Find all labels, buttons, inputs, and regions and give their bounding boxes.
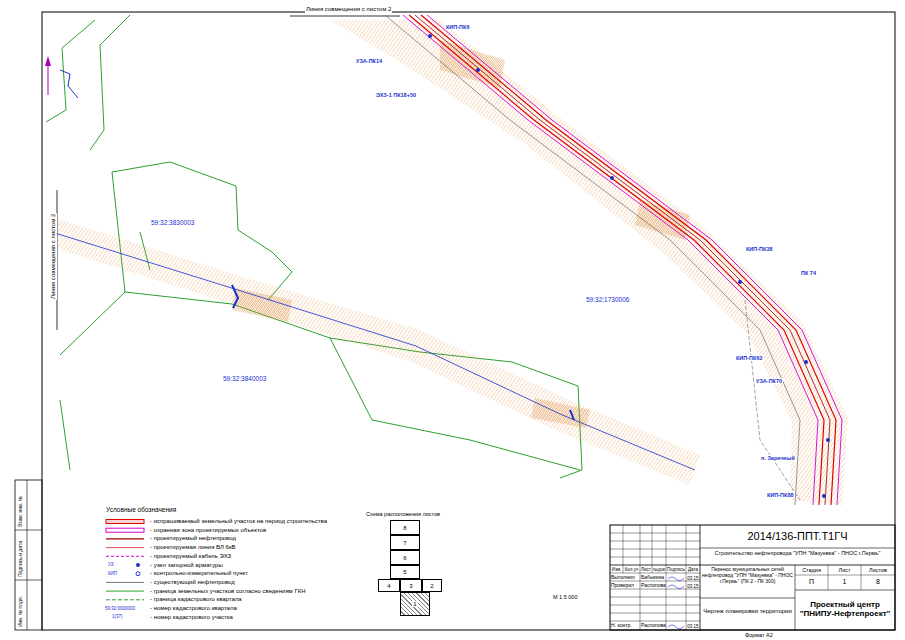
legend-text: - проектируемый нефтепровод xyxy=(150,535,236,542)
sheet-box: 1 xyxy=(400,592,430,616)
map-label: 03.15 xyxy=(686,584,700,589)
legend-text: - испрашиваемый земельный участок на пер… xyxy=(150,518,327,525)
map-label: 59:32:3840003 xyxy=(222,375,267,382)
legend-text: - проектируемый кабель ЭХЗ xyxy=(150,553,231,560)
map-label: ПК 74 xyxy=(800,270,817,276)
map-label: Линия совмещения с листом 2 xyxy=(50,213,57,300)
sheet-box: 8 xyxy=(390,520,420,535)
legend-text: - проектируемая линия ВЛ 6кВ xyxy=(150,544,236,551)
map-label: КИП-ПК6 xyxy=(445,24,470,30)
map-label: Строительство нефтепровода "УПН "Мазуевк… xyxy=(702,550,893,556)
map-label: п. Заречный xyxy=(760,455,796,461)
map-label: Листов xyxy=(861,567,895,573)
map-label: Распопова xyxy=(641,583,666,589)
sheet-box: 2 xyxy=(422,579,442,592)
map-label: Подпись и дата xyxy=(18,541,24,577)
map-label: Схема расположения листов xyxy=(366,511,440,517)
map-label: Инв. № подл. xyxy=(18,596,24,627)
map-label: Бабыкина xyxy=(641,575,666,581)
map-label: 8 xyxy=(861,578,895,586)
map-label: Н. контр. xyxy=(611,623,640,629)
map-label: 59:32:0000000 xyxy=(105,606,135,611)
map-label: П xyxy=(795,578,828,586)
map-label: КИП-ПК62 xyxy=(735,355,764,361)
map-label: Дата xyxy=(686,567,700,572)
map-label: 59:32:1730006 xyxy=(585,296,630,303)
sheet-box: 7 xyxy=(390,535,420,550)
map-label: 1 xyxy=(828,578,861,586)
map-label: 59:32:3830003 xyxy=(150,219,195,226)
map-label: Условные обозначения xyxy=(106,506,176,513)
legend-text: - охранная зона проектируемых объектов xyxy=(150,527,266,534)
map-label: Изм. xyxy=(610,567,623,572)
sheet-number: 2 xyxy=(429,583,434,589)
map-label: Лист xyxy=(828,567,861,573)
sheet-number: 5 xyxy=(402,569,407,575)
legend-text: - граница земельных участков согласно св… xyxy=(150,588,306,595)
map-label: 2014/136-ППТ.Т1ГЧ xyxy=(702,530,893,543)
sheet-box: 6 xyxy=(390,550,420,565)
map-label: 1(37) xyxy=(112,614,123,619)
legend-text: - узел запорной арматуры xyxy=(150,562,223,569)
map-label: №док xyxy=(652,567,666,572)
map-label: УЗА-ПК14 xyxy=(355,58,383,64)
sheet-number: 4 xyxy=(386,583,391,589)
map-label: КИП xyxy=(108,571,117,576)
sheet-box: 4 xyxy=(378,579,400,592)
sheet-number: 6 xyxy=(402,555,407,561)
map-label: КИП-ПК38 xyxy=(745,246,774,252)
sheet-number: 8 xyxy=(402,525,407,531)
map-label: КИП-ПК88 xyxy=(766,492,795,498)
map-label: Выполнил xyxy=(611,575,640,581)
legend-text: - номер кадастрового квартала xyxy=(150,605,237,612)
map-label: Взам. инв. № xyxy=(18,496,24,527)
map-label: Лист xyxy=(640,567,652,572)
map-label: Стадия xyxy=(795,567,828,573)
legend-text: - контрольно-измерительный пункт xyxy=(150,570,248,577)
legend-text: - номер кадастрового участка xyxy=(150,614,233,621)
map-label: УЗ xyxy=(108,562,113,567)
map-label: М 1:5 000 xyxy=(552,594,578,600)
map-label: Проверил xyxy=(611,583,640,589)
map-label: Чертеж планировки территории xyxy=(702,608,793,615)
sheet-number: 7 xyxy=(402,540,407,546)
legend-text: - существующий нефтепровод xyxy=(150,579,235,586)
sheet-box: 3 xyxy=(400,579,422,592)
map-label: Распопова xyxy=(641,623,666,629)
map-label: 03.15 xyxy=(686,624,700,629)
sheet-number: 1 xyxy=(412,601,417,607)
sheet-box: 5 xyxy=(390,565,420,579)
map-label: Кол.уч xyxy=(623,567,640,572)
legend-text: - граница кадастрового квартала xyxy=(150,596,242,603)
map-label: Линия совмещения с листом 2 xyxy=(305,6,392,13)
map-label: Перенос муниципальных сетей нефтепровод … xyxy=(702,567,793,584)
map-label: 03.15 xyxy=(686,576,700,581)
map-label: УЗА-ПК70 xyxy=(755,378,783,384)
sheet-number: 3 xyxy=(408,583,413,589)
map-label: ЭХЗ-1 ПК18+50 xyxy=(375,92,417,98)
map-label: Подпись xyxy=(666,567,686,572)
map-label: Проектный центр "ПНИПУ-Нефтепроект" xyxy=(797,600,893,618)
map-label: Формат А2 xyxy=(745,632,773,638)
